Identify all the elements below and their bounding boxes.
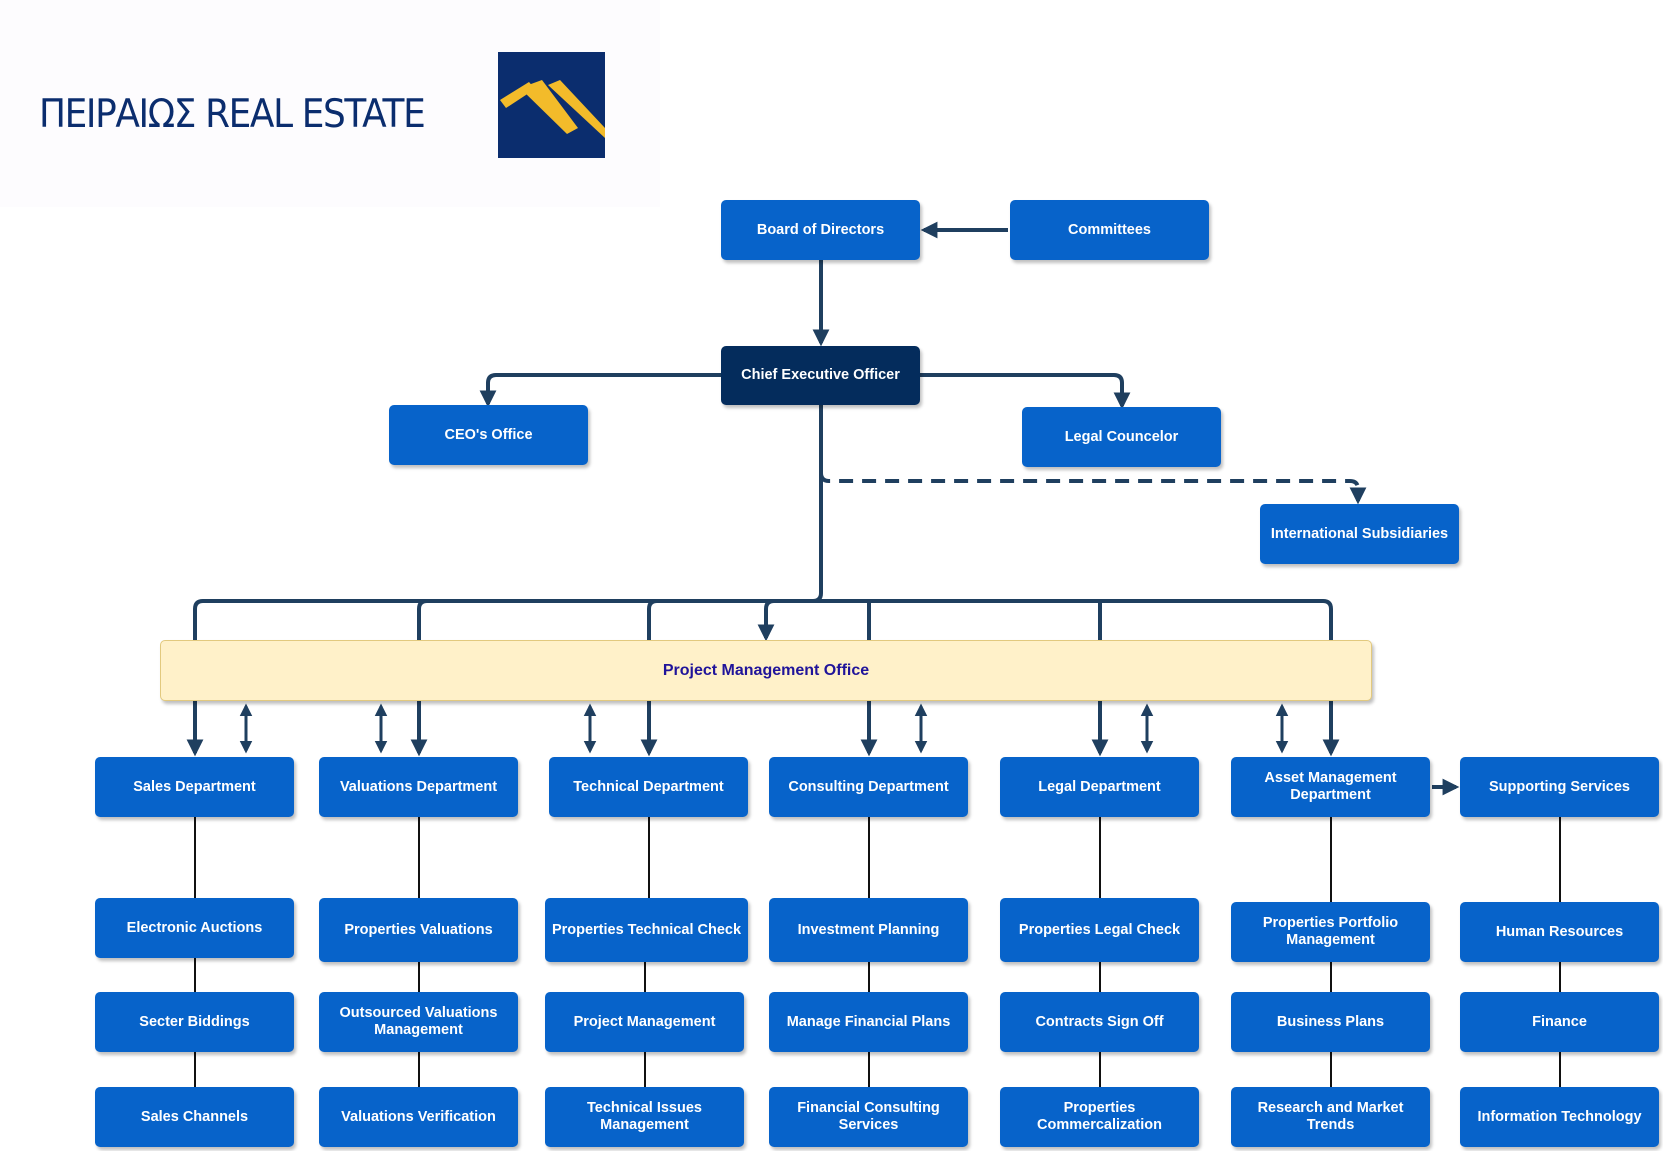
unit-box: Properties Portfolio Management [1231, 902, 1430, 962]
ceo-office-box: CEO's Office [389, 405, 588, 465]
unit-box: Valuations Verification [319, 1087, 518, 1147]
unit-box: Outsourced Valuations Management [319, 992, 518, 1052]
unit-box: Business Plans [1231, 992, 1430, 1052]
unit-box: Manage Financial Plans [769, 992, 968, 1052]
unit-box: Electronic Auctions [95, 898, 294, 958]
unit-box: Properties Valuations [319, 898, 518, 962]
department-box: Valuations Department [319, 757, 518, 817]
unit-box: Human Resources [1460, 902, 1659, 962]
department-box: Sales Department [95, 757, 294, 817]
department-box: Legal Department [1000, 757, 1199, 817]
unit-box: Contracts Sign Off [1000, 992, 1199, 1052]
unit-box: Finance [1460, 992, 1659, 1052]
department-box: Asset Management Department [1231, 757, 1430, 817]
unit-box: Technical Issues Management [545, 1087, 744, 1147]
committees-box: Committees [1010, 200, 1209, 260]
international-subsidiaries-box: International Subsidiaries [1260, 504, 1459, 564]
department-box: Consulting Department [769, 757, 968, 817]
unit-box: Research and Market Trends [1231, 1087, 1430, 1147]
logo-area: ΠΕΙΡΑΙΩΣ REAL ESTATE [0, 0, 660, 207]
department-box: Technical Department [549, 757, 748, 817]
unit-box: Project Management [545, 992, 744, 1052]
unit-box: Secter Biddings [95, 992, 294, 1052]
unit-box: Properties Commercalization [1000, 1087, 1199, 1147]
unit-box: Financial Consulting Services [769, 1087, 968, 1147]
unit-box: Sales Channels [95, 1087, 294, 1147]
piraeus-stripes-icon [498, 52, 605, 158]
unit-box: Properties Technical Check [545, 898, 748, 962]
board-of-directors-box: Board of Directors [721, 200, 920, 260]
project-management-office-box: Project Management Office [160, 640, 1372, 701]
unit-box: Properties Legal Check [1000, 898, 1199, 962]
ceo-box: Chief Executive Officer [721, 346, 920, 405]
unit-box: Investment Planning [769, 898, 968, 962]
legal-councelor-box: Legal Councelor [1022, 407, 1221, 467]
unit-box: Information Technology [1460, 1087, 1659, 1147]
company-logo-text: ΠΕΙΡΑΙΩΣ REAL ESTATE [39, 92, 426, 137]
department-box: Supporting Services [1460, 757, 1659, 817]
